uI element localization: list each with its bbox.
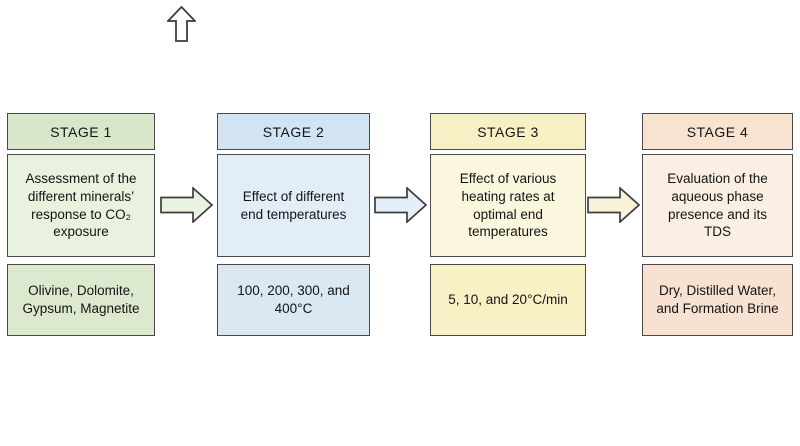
stage-2-detail: 100, 200, 300, and 400°C (217, 264, 370, 336)
flow-arrow-shape (587, 187, 640, 223)
stage-2-header: STAGE 2 (217, 113, 370, 150)
stage-3-header: STAGE 3 (430, 113, 586, 150)
stage-2-description-text: Effect of different end temperatures (240, 188, 347, 222)
flow-arrow-shape (160, 187, 213, 223)
stage-1-description: Assessment of the different minerals’ re… (7, 154, 155, 257)
stage-1-header: STAGE 1 (7, 113, 155, 150)
stage-1-detail: Olivine, Dolomite, Gypsum, Magnetite (7, 264, 155, 336)
flow-arrow-icon (374, 187, 427, 223)
stage-2-detail-text: 100, 200, 300, and 400°C (237, 282, 350, 316)
stage-4-description: Evaluation of the aqueous phase presence… (642, 154, 793, 257)
flow-arrow-shape (374, 187, 427, 223)
stage-1-header-label: STAGE 1 (50, 123, 112, 140)
up-arrow-icon (167, 6, 196, 42)
stage-1-detail-text: Olivine, Dolomite, Gypsum, Magnetite (22, 282, 140, 316)
stage-1-description-text: Assessment of the different minerals’ re… (25, 170, 137, 240)
stage-3-detail-text: 5, 10, and 20°C/min (448, 291, 568, 307)
stage-3-header-label: STAGE 3 (477, 123, 539, 140)
stage-4-header: STAGE 4 (642, 113, 793, 150)
flow-arrow-icon (160, 187, 213, 223)
stage-4-detail-text: Dry, Distilled Water, and Formation Brin… (656, 282, 779, 316)
stage-2-header-label: STAGE 2 (262, 123, 325, 140)
stage-4-detail: Dry, Distilled Water, and Formation Brin… (642, 264, 793, 336)
stage-3-description: Effect of various heating rates at optim… (430, 154, 586, 257)
stage-3-detail: 5, 10, and 20°C/min (430, 264, 586, 336)
stage-2-description: Effect of different end temperatures (217, 154, 370, 257)
stage-3-description-text: Effect of various heating rates at optim… (459, 170, 557, 240)
up-arrow-shape (167, 6, 196, 42)
stage-4-description-text: Evaluation of the aqueous phase presence… (667, 170, 768, 240)
stage-4-header-label: STAGE 4 (686, 123, 749, 140)
flow-arrow-icon (587, 187, 640, 223)
